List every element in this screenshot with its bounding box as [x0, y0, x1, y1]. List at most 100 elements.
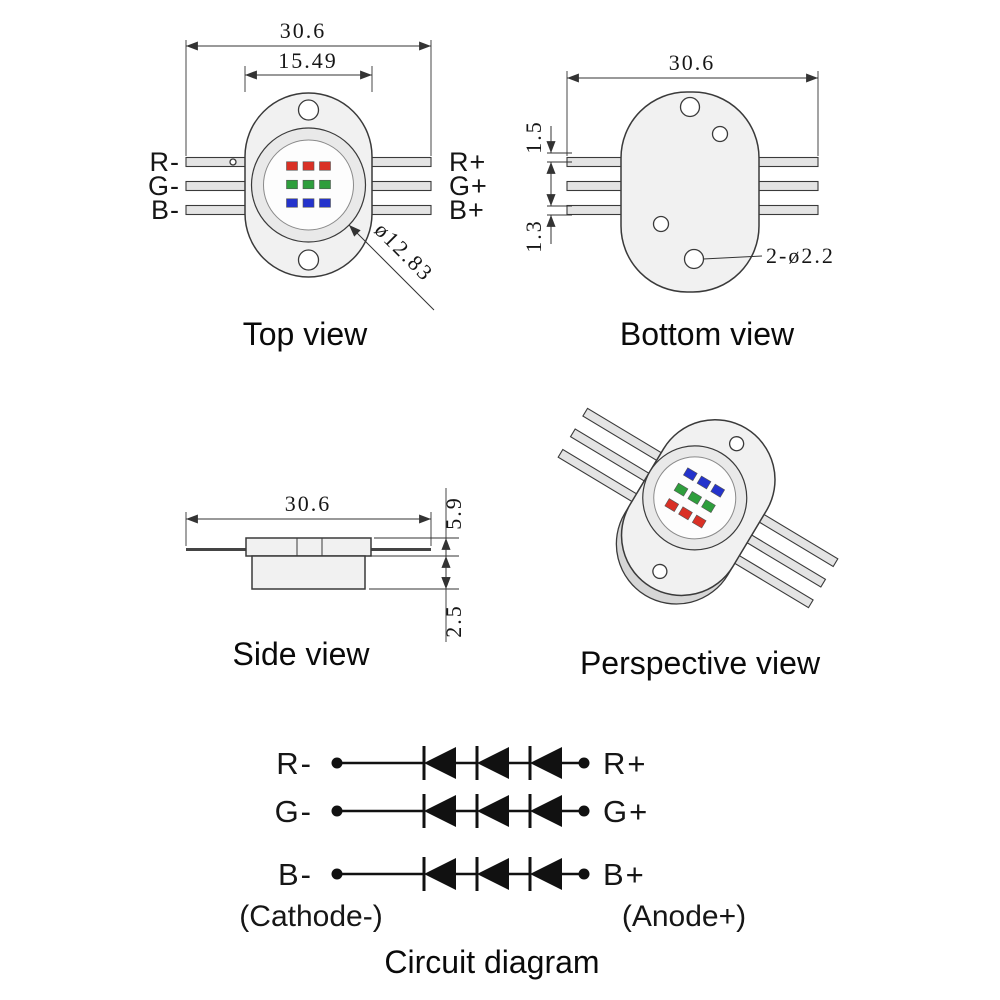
- circuit-row-red: R- R+: [276, 746, 648, 781]
- cathode-label: G-: [275, 794, 313, 829]
- anode-label: B+: [603, 857, 646, 892]
- dim-lead-offset: 1.3: [521, 219, 546, 253]
- perspective-body-group: [557, 407, 839, 609]
- pin-label-r-pos: R+: [449, 147, 486, 177]
- circuit-row-blue: B- B+: [278, 857, 646, 892]
- circuit-diagram-title: Circuit diagram: [384, 944, 599, 980]
- pin-label-g-pos: G+: [449, 171, 488, 201]
- green-chip: [302, 179, 315, 190]
- bottom-view-dimensions: 30.6 1.5 1.3 2-ø2.2: [521, 50, 835, 268]
- blue-chip: [710, 483, 726, 498]
- green-chip: [701, 499, 716, 514]
- lead: [566, 156, 624, 168]
- pin-label-b-neg: B-: [151, 195, 180, 225]
- mounting-hole: [728, 436, 745, 452]
- lead-r-pos: [370, 156, 432, 168]
- lead: [756, 156, 819, 168]
- mounting-hole: [683, 248, 705, 270]
- perspective-view: Perspective view: [557, 407, 839, 681]
- mounting-hole-bottom: [297, 249, 320, 271]
- green-chip: [286, 179, 298, 190]
- lead: [569, 428, 652, 483]
- thermal-hole: [652, 215, 670, 233]
- flange-profile: [245, 537, 372, 557]
- blue-chip: [286, 198, 298, 208]
- lead-r-neg: [185, 156, 247, 168]
- bottom-view-title: Bottom view: [620, 316, 795, 352]
- pin-label-g-neg: G-: [148, 171, 180, 201]
- blue-chip: [682, 467, 698, 482]
- led-chip-array: [286, 161, 331, 208]
- circuit-row-green: G- G+: [275, 794, 647, 829]
- dim-emitter-diameter: ø12.83: [370, 217, 439, 286]
- blue-chip: [696, 475, 712, 490]
- lead-g-pos: [370, 180, 432, 192]
- red-chip: [664, 498, 680, 512]
- led-symbol: [424, 747, 456, 779]
- pin-label-r-neg: R-: [150, 147, 181, 177]
- green-chip: [687, 490, 703, 505]
- pin-label-b-pos: B+: [449, 195, 485, 225]
- cathode-label: R-: [276, 746, 313, 781]
- perspective-view-title: Perspective view: [580, 645, 821, 681]
- lead-b-pos: [370, 204, 432, 216]
- mounting-hole-top: [297, 99, 320, 121]
- led-symbol: [477, 795, 509, 827]
- blue-chip: [302, 198, 315, 208]
- bottom-view: 30.6 1.5 1.3 2-ø2.2 Bottom view: [521, 50, 835, 352]
- dim-lead-width: 1.5: [521, 120, 546, 154]
- lead: [566, 180, 624, 192]
- dim-base-height: 2.5: [441, 604, 466, 638]
- lead: [566, 204, 624, 216]
- anode-label: R+: [603, 746, 648, 781]
- led-symbol: [424, 795, 456, 827]
- side-view-dimensions: 30.6 5.9 2.5: [185, 488, 466, 642]
- dim-overall-width: 30.6: [285, 491, 332, 516]
- lead-b-neg: [185, 204, 247, 216]
- dim-overall-width: 30.6: [669, 50, 716, 75]
- dim-total-height: 5.9: [441, 496, 466, 530]
- cathode-note: (Cathode-): [239, 900, 382, 933]
- lead: [582, 407, 664, 463]
- lead: [757, 512, 839, 568]
- red-chip: [678, 506, 693, 521]
- led-symbol: [530, 747, 562, 779]
- green-chip: [673, 482, 689, 497]
- mounting-hole: [652, 563, 668, 580]
- led-symbol: [424, 858, 456, 890]
- dim-body-width: 15.49: [278, 48, 338, 73]
- side-view-title: Side view: [233, 636, 371, 672]
- led-symbol: [530, 795, 562, 827]
- side-view: 30.6 5.9 2.5 Side view: [185, 488, 466, 672]
- circuit-diagram: R- R+ G-: [239, 746, 746, 980]
- red-chip: [319, 161, 331, 171]
- dim-overall-width: 30.6: [280, 18, 327, 43]
- led-symbol: [477, 747, 509, 779]
- lead: [756, 204, 819, 216]
- lead: [744, 533, 827, 588]
- terminal-dot: [578, 805, 590, 817]
- red-chip: [691, 514, 707, 529]
- terminal-dot: [578, 868, 590, 880]
- top-view-pin-labels: R- G- B- R+ G+ B+: [148, 147, 488, 225]
- anode-note: (Anode+): [622, 900, 746, 933]
- led-symbol: [477, 858, 509, 890]
- base-profile: [251, 555, 366, 590]
- lead: [756, 180, 819, 192]
- blue-chip: [319, 198, 331, 208]
- led-symbol: [530, 858, 562, 890]
- dim-mounting-holes: 2-ø2.2: [766, 243, 835, 268]
- thermal-hole: [711, 125, 729, 143]
- red-chip: [302, 161, 315, 171]
- lead-g-neg: [185, 180, 247, 192]
- top-view-title: Top view: [243, 316, 368, 352]
- top-view: 30.6 15.49 ø12.83 R- G- B- R+ G+ B+ Top …: [148, 18, 488, 352]
- mounting-hole: [679, 96, 701, 118]
- lead: [557, 448, 639, 504]
- package-body-back: [620, 91, 760, 293]
- green-chip: [319, 179, 331, 190]
- pin1-marker: [229, 158, 237, 166]
- led-chip-array: [664, 467, 726, 529]
- terminal-dot: [578, 757, 590, 769]
